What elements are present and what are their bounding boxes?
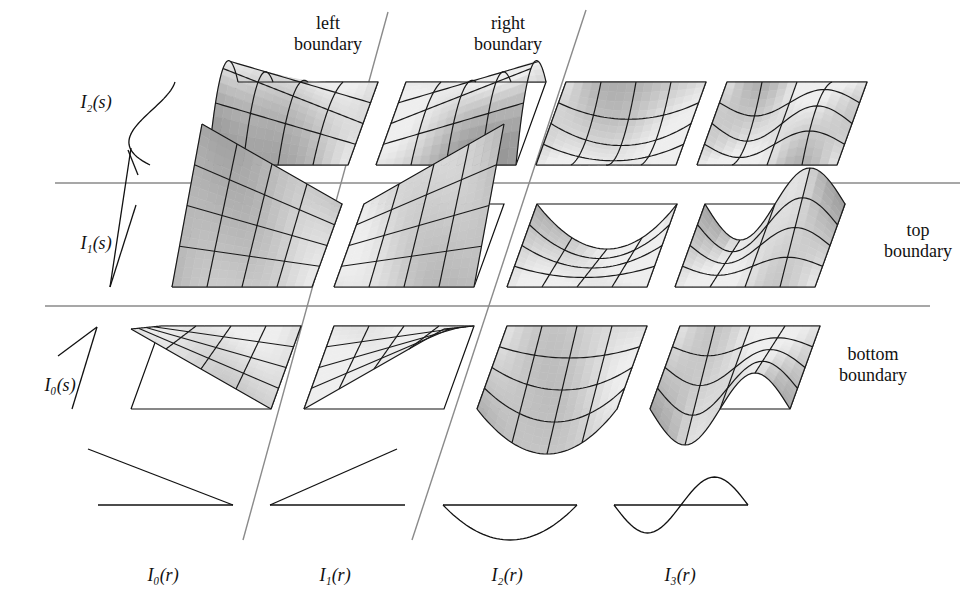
grid-line bbox=[406, 81, 546, 82]
grid-line bbox=[439, 144, 469, 287]
grid-line bbox=[278, 80, 308, 165]
grid-line bbox=[566, 81, 706, 82]
surface-grid bbox=[208, 61, 378, 165]
grid-line bbox=[242, 164, 272, 287]
surface-shading bbox=[675, 168, 845, 287]
surface-grid bbox=[172, 124, 342, 287]
grid-line bbox=[537, 204, 677, 249]
grid-line bbox=[571, 82, 601, 165]
surface-grid bbox=[536, 82, 706, 165]
base-plane bbox=[507, 204, 677, 287]
grid-line bbox=[802, 82, 832, 165]
grid-line bbox=[606, 82, 636, 165]
grid-line bbox=[195, 165, 335, 225]
grid-line bbox=[522, 246, 662, 269]
surface-patch bbox=[334, 124, 504, 287]
surface-shading bbox=[208, 61, 378, 165]
grid-line bbox=[446, 80, 476, 165]
grid-line bbox=[208, 61, 238, 165]
surface-shading bbox=[172, 124, 342, 287]
surface-patch bbox=[675, 168, 845, 287]
base-plane bbox=[334, 204, 504, 287]
grid-line bbox=[474, 124, 504, 287]
grid-line bbox=[404, 164, 434, 287]
grid-line bbox=[357, 165, 497, 225]
grid-line bbox=[544, 144, 684, 161]
surface-grid bbox=[376, 61, 546, 165]
surface-patch bbox=[376, 61, 546, 165]
surface-patch bbox=[507, 204, 677, 287]
grid-line bbox=[727, 81, 867, 82]
patch-grid bbox=[131, 61, 867, 454]
surface-patch bbox=[536, 82, 706, 165]
grid-line bbox=[481, 72, 511, 165]
grid-line bbox=[277, 184, 307, 287]
divider-line bbox=[243, 12, 388, 540]
grid-line bbox=[837, 82, 867, 165]
surface-shading bbox=[536, 82, 706, 165]
grid-line bbox=[364, 124, 504, 204]
divider-lines bbox=[45, 10, 960, 540]
base-plane bbox=[536, 82, 706, 165]
surface-grid bbox=[334, 124, 504, 287]
surface-shading bbox=[697, 82, 867, 165]
grid-line bbox=[767, 82, 797, 165]
surface-grid bbox=[507, 204, 677, 287]
grid-line bbox=[202, 124, 342, 204]
surface-grid bbox=[697, 82, 867, 165]
surface-shading bbox=[376, 61, 546, 165]
grid-line bbox=[732, 82, 762, 165]
base-plane bbox=[675, 204, 845, 287]
grid-line bbox=[559, 103, 699, 120]
grid-line bbox=[530, 225, 670, 259]
grid-line bbox=[312, 204, 342, 287]
grid-line bbox=[551, 124, 691, 146]
surface-patch bbox=[172, 124, 342, 287]
divider-line bbox=[45, 305, 930, 306]
base-plane bbox=[697, 82, 867, 165]
grid-line bbox=[647, 204, 677, 287]
grid-line bbox=[348, 82, 378, 165]
grid-line bbox=[577, 249, 607, 287]
surface-shading bbox=[334, 124, 504, 287]
surface-shading bbox=[507, 204, 677, 287]
surface-patch bbox=[697, 82, 867, 165]
surface-patch bbox=[208, 61, 378, 165]
divider-line bbox=[412, 10, 586, 540]
grid-line bbox=[313, 82, 343, 165]
grid-line bbox=[238, 81, 378, 82]
grid-line bbox=[720, 90, 860, 116]
grid-line bbox=[641, 82, 671, 165]
